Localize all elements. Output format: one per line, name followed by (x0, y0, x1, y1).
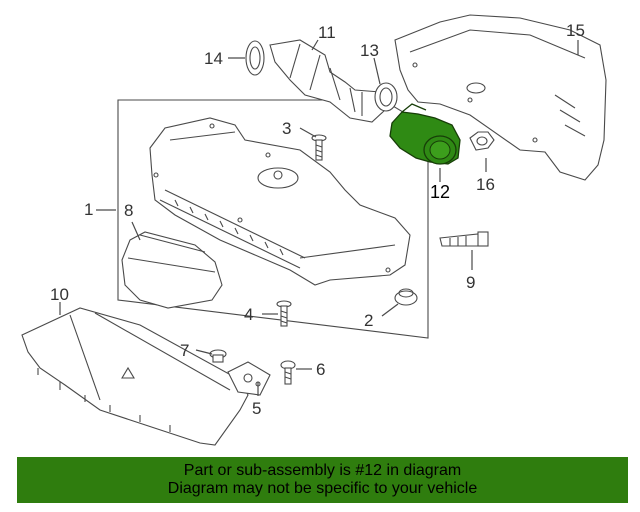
filter-element (121, 231, 223, 309)
callout-1: 1 (84, 200, 93, 219)
leader-lines (59, 39, 579, 396)
callout-13: 13 (360, 41, 379, 60)
callout-6: 6 (316, 360, 325, 379)
callout-12: 12 (430, 182, 450, 202)
callout-2: 2 (364, 311, 373, 330)
part-info-banner: Part or sub-assembly is #12 in diagram D… (17, 457, 628, 503)
callout-16: 16 (476, 175, 495, 194)
engine-cover-part-15 (394, 14, 607, 181)
banner-line-2: Diagram may not be specific to your vehi… (167, 480, 478, 497)
intake-duct-part-11 (269, 39, 386, 123)
air-cleaner-housing (149, 117, 411, 286)
callout-9: 9 (466, 273, 475, 292)
lower-panel-part-10 (21, 307, 249, 446)
highlighted-part-12[interactable] (389, 103, 461, 165)
fastener-part-9 (439, 231, 489, 247)
grommet-part-2 (394, 288, 418, 306)
callout-14: 14 (204, 49, 223, 68)
nut-part-16 (469, 131, 495, 151)
seal-part-13 (374, 82, 398, 112)
banner-line-1: Part or sub-assembly is #12 in diagram (183, 462, 462, 479)
parts-diagram: 1 8 3 4 2 10 7 5 6 9 12 16 14 11 13 15 (21, 14, 607, 446)
screw-part-4 (276, 300, 292, 327)
screw-part-7 (209, 349, 227, 363)
screw-part-3 (311, 134, 327, 161)
callout-4: 4 (244, 305, 253, 324)
callout-15: 15 (566, 21, 585, 40)
clamp-ring-part-14 (245, 40, 265, 76)
callout-3: 3 (282, 119, 291, 138)
callout-5: 5 (252, 399, 261, 418)
callout-8: 8 (124, 201, 133, 220)
callout-7: 7 (180, 341, 189, 360)
callout-10: 10 (50, 285, 69, 304)
callout-11: 11 (318, 23, 336, 42)
screw-part-6 (280, 360, 296, 385)
